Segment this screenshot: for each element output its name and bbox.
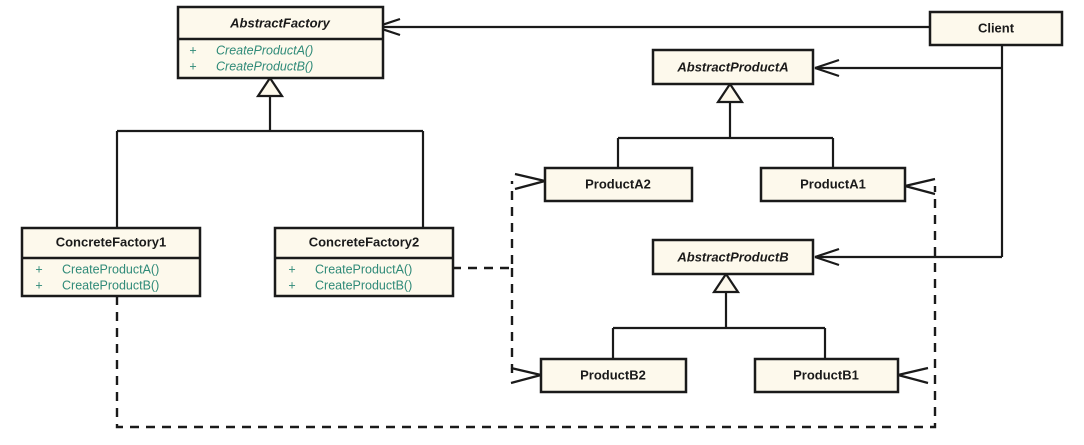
- class-box-client[interactable]: Client: [928, 10, 1064, 47]
- class-title-concretefactory2: ConcreteFactory2: [309, 234, 420, 249]
- class-box-productb1[interactable]: ProductB1: [753, 357, 900, 394]
- class-title-producta1: ProductA1: [800, 176, 866, 191]
- class-title-abstractproductb: AbstractProductB: [676, 249, 788, 264]
- generalization-producta[interactable]: [616, 82, 835, 168]
- assoc-client-abstractproductb[interactable]: [814, 247, 1002, 267]
- class-title-concretefactory1: ConcreteFactory1: [56, 234, 167, 249]
- class-box-productb2[interactable]: ProductB2: [539, 357, 688, 394]
- class-box-producta2[interactable]: ProductA2: [543, 166, 694, 203]
- assoc-client-abstractproducta[interactable]: [814, 58, 1002, 78]
- member-signature: CreateProductA(): [62, 262, 159, 276]
- class-title-abstractproducta: AbstractProductA: [676, 59, 788, 74]
- class-title-producta2: ProductA2: [585, 176, 651, 191]
- member-signature: CreateProductB(): [216, 59, 313, 73]
- member-signature: CreateProductB(): [62, 278, 159, 292]
- class-box-concretefactory1[interactable]: ConcreteFactory1 + CreateProductA() + Cr…: [20, 226, 202, 298]
- dependency-concretefactory1-products[interactable]: [115, 177, 937, 429]
- class-title-productb1: ProductB1: [793, 367, 859, 382]
- generalization-productb[interactable]: [611, 272, 827, 359]
- dependency-concretefactory2-products[interactable]: [452, 172, 546, 385]
- member-visibility: +: [189, 43, 196, 57]
- member-visibility: +: [35, 278, 42, 292]
- class-box-producta1[interactable]: ProductA1: [759, 166, 907, 203]
- assoc-client-abstractfactory[interactable]: [375, 17, 930, 37]
- member-visibility: +: [288, 278, 295, 292]
- class-title-client: Client: [978, 20, 1015, 35]
- class-box-concretefactory2[interactable]: ConcreteFactory2 + CreateProductA() + Cr…: [273, 226, 455, 298]
- member-visibility: +: [189, 59, 196, 73]
- member-visibility: +: [35, 262, 42, 276]
- class-title-abstractfactory: AbstractFactory: [229, 15, 330, 30]
- class-title-productb2: ProductB2: [580, 367, 646, 382]
- member-signature: CreateProductA(): [216, 43, 313, 57]
- class-box-abstractproducta[interactable]: AbstractProductA: [651, 48, 815, 86]
- member-signature: CreateProductA(): [315, 262, 412, 276]
- generalization-factories[interactable]: [115, 76, 425, 228]
- class-box-abstractproductb[interactable]: AbstractProductB: [651, 238, 815, 276]
- member-signature: CreateProductB(): [315, 278, 412, 292]
- class-box-abstractfactory[interactable]: AbstractFactory + CreateProductA() + Cre…: [176, 5, 385, 80]
- member-visibility: +: [288, 262, 295, 276]
- edge-layer: [115, 17, 1004, 429]
